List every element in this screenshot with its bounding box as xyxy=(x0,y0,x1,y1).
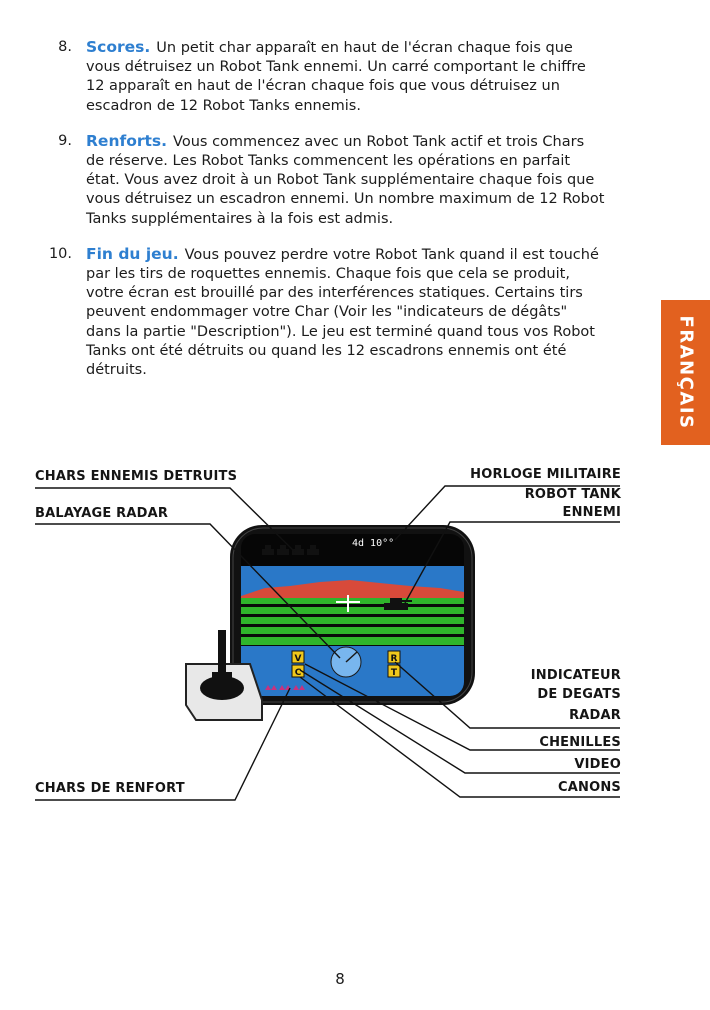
damage-letter-t: T xyxy=(391,668,398,678)
damage-letter-r: R xyxy=(391,654,398,664)
horizon-mountains xyxy=(241,580,464,600)
label-canons: CANONS xyxy=(558,780,621,795)
item-heading: Scores. xyxy=(86,38,151,56)
label-ennemi: ENNEMI xyxy=(562,505,621,520)
joystick-icon xyxy=(185,630,263,721)
list-item-renforts: 9. Renforts.Vous commencez avec un Robot… xyxy=(0,132,640,229)
language-tab: FRANÇAIS xyxy=(661,300,710,445)
label-chars-ennemis-detruits: CHARS ENNEMIS DETRUITS xyxy=(35,469,238,484)
label-video: VIDEO xyxy=(574,757,621,772)
label-robot-tank: ROBOT TANK xyxy=(524,487,621,502)
page-number: 8 xyxy=(335,970,345,988)
list-item-fin-du-jeu: 10. Fin du jeu.Vous pouvez perdre votre … xyxy=(0,245,640,380)
item-number: 8. xyxy=(58,39,72,55)
label-radar: RADAR xyxy=(569,708,621,723)
tv-screen xyxy=(241,534,464,696)
label-horloge-militaire: HORLOGE MILITAIRE xyxy=(470,467,621,482)
damage-letter-c: C xyxy=(295,668,302,678)
military-clock: 4d 10°° xyxy=(352,538,394,549)
label-indicateur: INDICATEUR xyxy=(530,668,621,683)
item-heading: Fin du jeu. xyxy=(86,244,179,263)
item-heading: Renforts. xyxy=(86,131,168,150)
label-chars-de-renfort: CHARS DE RENFORT xyxy=(35,781,185,796)
item-paragraph: Fin du jeu.Vous pouvez perdre votre Robo… xyxy=(86,245,606,380)
item-text: Vous commencez avec un Robot Tank actif … xyxy=(86,133,605,227)
item-paragraph: Renforts.Vous commencez avec un Robot Ta… xyxy=(86,132,606,229)
item-number: 10. xyxy=(48,245,72,262)
damage-letter-v: V xyxy=(295,654,302,664)
crosshair-icon xyxy=(336,595,360,612)
list-item-scores: 8. Scores.Un petit char apparaît en haut… xyxy=(0,38,640,116)
instruction-list: 8. Scores.Un petit char apparaît en haut… xyxy=(0,38,640,396)
item-text: Vous pouvez perdre votre Robot Tank quan… xyxy=(86,246,599,379)
label-de-degats: DE DEGATS xyxy=(537,687,621,702)
item-paragraph: Scores.Un petit char apparaît en haut de… xyxy=(86,38,606,116)
reserve-tanks xyxy=(265,685,305,690)
damage-indicators: V C R T xyxy=(291,650,401,678)
leader-lines xyxy=(35,485,620,801)
enemy-kill-markers xyxy=(262,545,319,555)
label-chenilles: CHENILLES xyxy=(539,735,621,750)
label-balayage-radar: BALAYAGE RADAR xyxy=(35,506,169,521)
item-number: 9. xyxy=(58,132,72,149)
item-text: Un petit char apparaît en haut de l'écra… xyxy=(86,40,586,114)
